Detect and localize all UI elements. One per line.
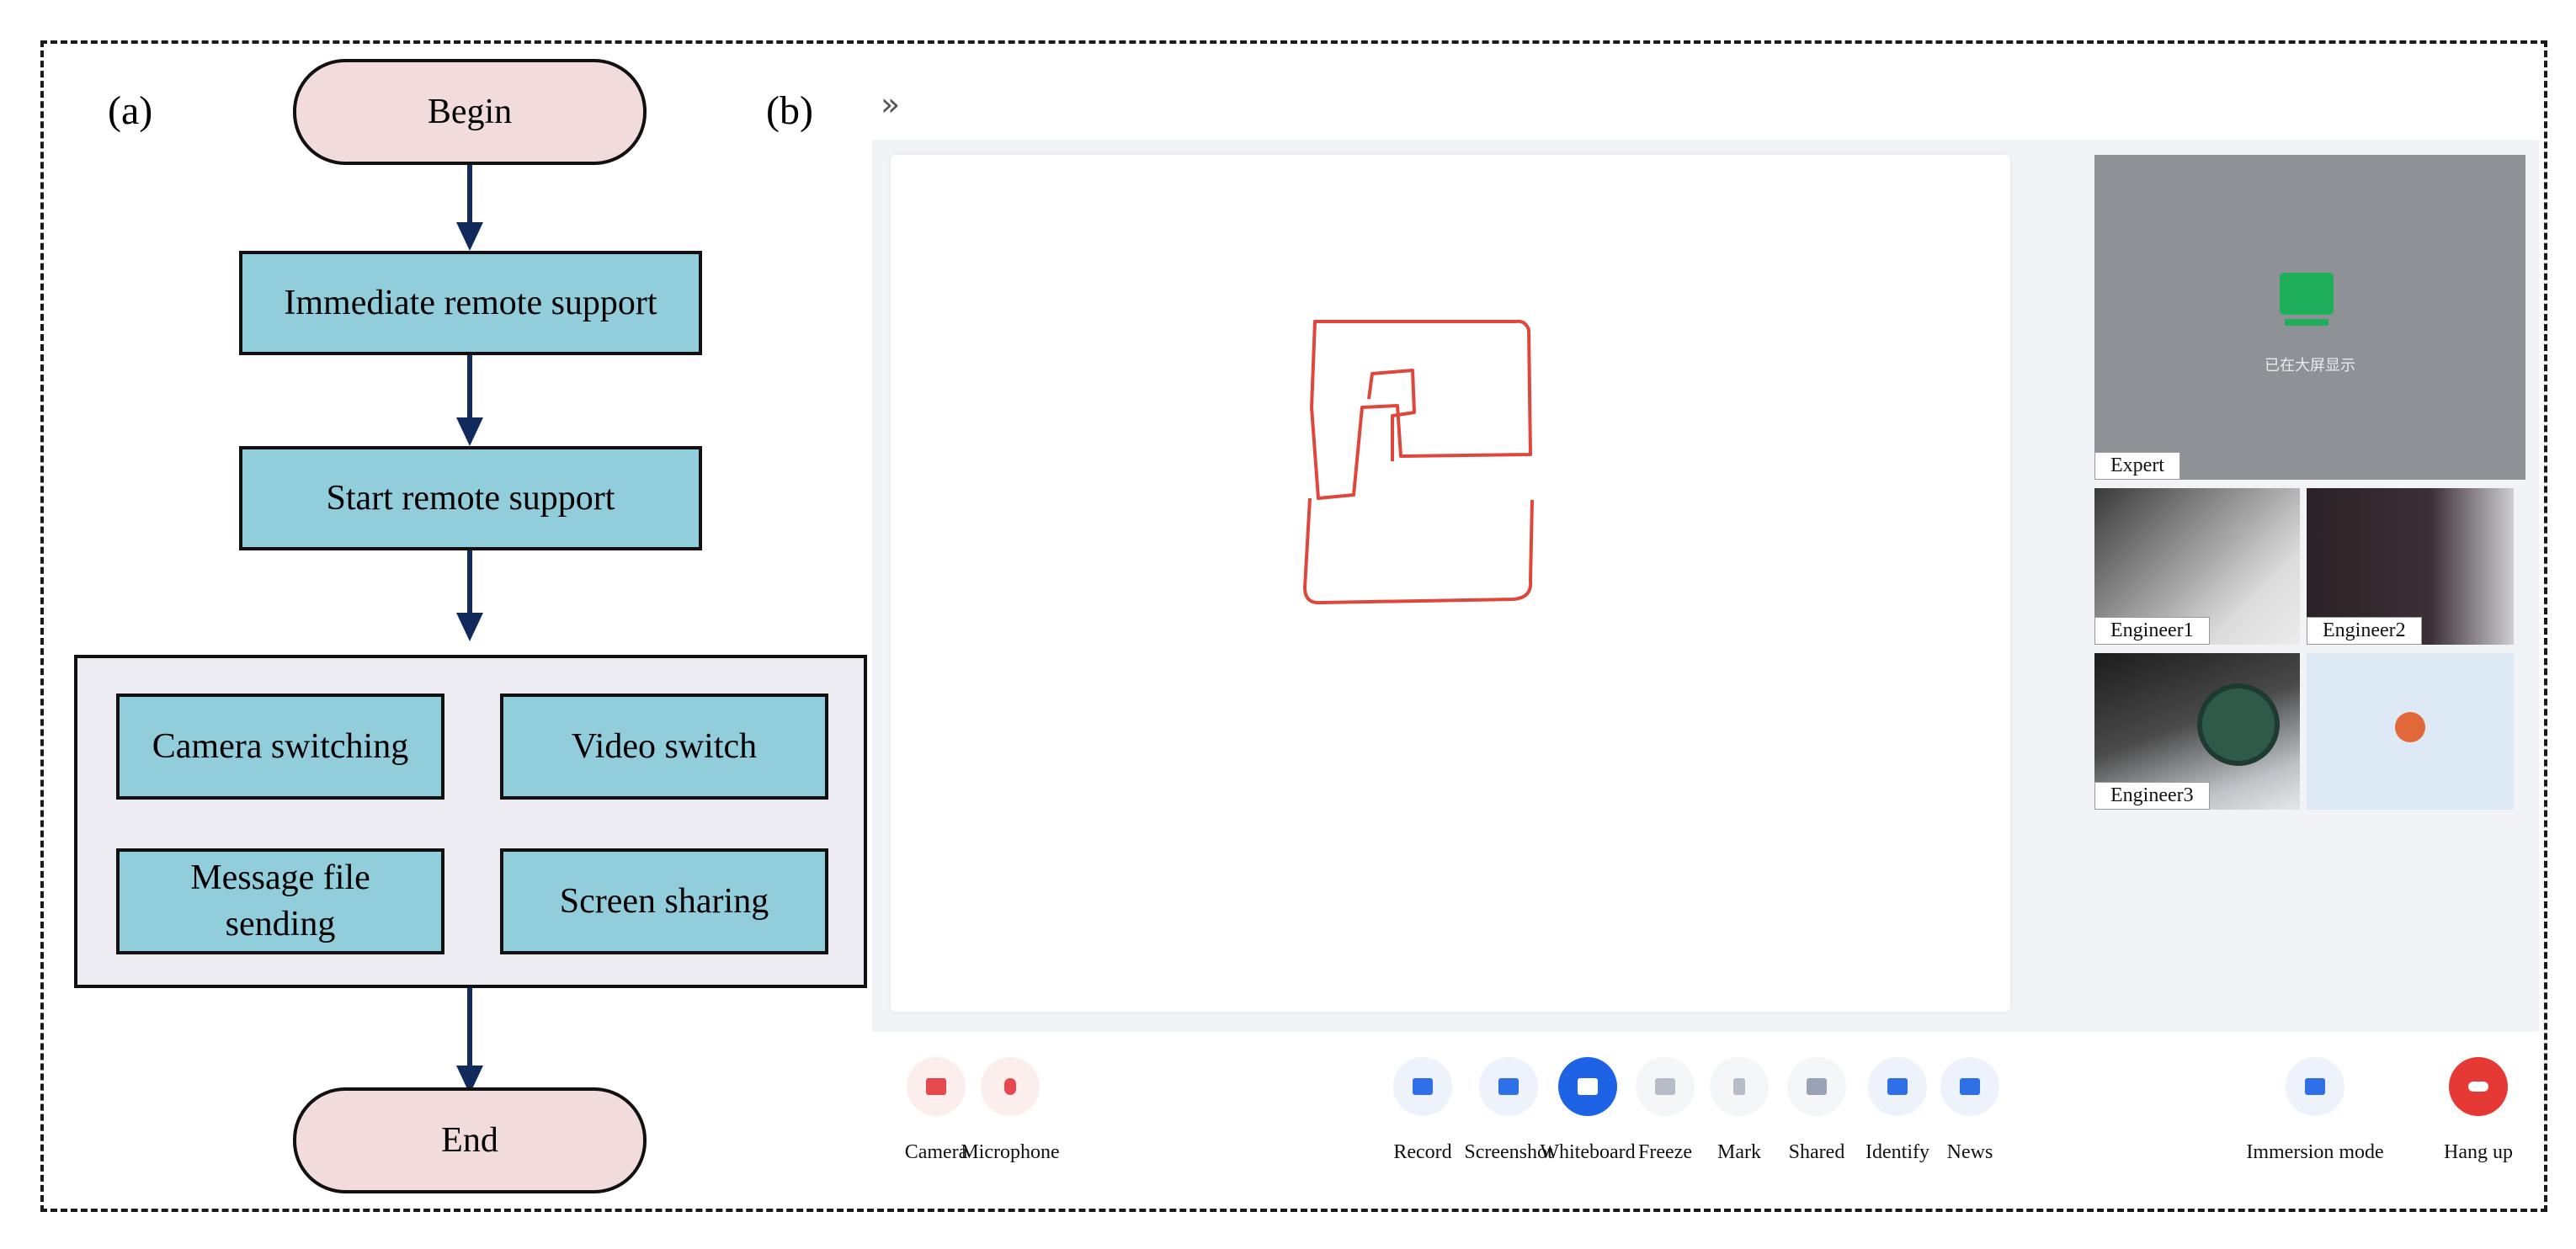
- immersion-mode-button[interactable]: Immersion mode: [2239, 1057, 2391, 1164]
- screenshot-icon: [1498, 1078, 1519, 1095]
- camera-button[interactable]: Camera: [860, 1057, 1012, 1164]
- news-label: News: [1946, 1141, 1993, 1163]
- video-label: Engineer3: [2094, 782, 2210, 810]
- arrow-head-icon: [456, 222, 483, 251]
- screenshot-button[interactable]: Screenshot: [1433, 1057, 1584, 1164]
- fan-object: [2197, 683, 2280, 766]
- flow-arrow: [467, 355, 472, 419]
- video-label: Expert: [2094, 452, 2180, 480]
- sketch-stroke: [1303, 497, 1534, 605]
- whiteboard-icon: [1578, 1078, 1598, 1095]
- screen-share-icon-stand: [2285, 319, 2329, 326]
- microphone-button[interactable]: Microphone: [934, 1057, 1086, 1164]
- flow-arrow: [467, 165, 472, 224]
- identify-button[interactable]: Identify: [1822, 1057, 1973, 1164]
- hang-up-label: Hang up: [2444, 1141, 2513, 1163]
- panel-b-label: (b): [766, 88, 813, 133]
- camera-switching-node: Camera switching: [116, 694, 444, 800]
- freeze-label: Freeze: [1638, 1141, 1692, 1163]
- flow-arrow: [467, 550, 472, 614]
- video-switch-node: Video switch: [500, 694, 828, 800]
- remote-support-app: » 已在大屏显示 Expert Engineer1 Engineer2 Engi…: [872, 76, 2539, 1204]
- screenshot-label: Screenshot: [1464, 1141, 1553, 1163]
- workspace: 已在大屏显示 Expert Engineer1 Engineer2 Engine…: [872, 140, 2539, 1072]
- shared-button[interactable]: Shared: [1741, 1057, 1892, 1164]
- whiteboard-button[interactable]: Whiteboard: [1512, 1057, 1663, 1164]
- video-tile-engineer2[interactable]: Engineer2: [2307, 488, 2514, 645]
- camera-off-icon: [926, 1078, 946, 1095]
- microphone-label: Microphone: [961, 1141, 1060, 1163]
- video-label: Engineer2: [2307, 617, 2422, 645]
- top-bar: »: [872, 76, 2539, 140]
- record-button[interactable]: Record: [1347, 1057, 1498, 1164]
- whiteboard-drawing: [1303, 319, 1534, 605]
- sketch-stroke: [1310, 319, 1532, 500]
- immersion-mode-icon: [2305, 1078, 2325, 1095]
- whiteboard-label: Whiteboard: [1540, 1141, 1636, 1163]
- mark-icon: [1733, 1078, 1745, 1095]
- message-file-sending-node: Message file sending: [116, 848, 444, 954]
- mark-label: Mark: [1717, 1141, 1761, 1163]
- end-node: End: [293, 1087, 647, 1193]
- immersion-mode-label: Immersion mode: [2246, 1141, 2384, 1163]
- freeze-icon: [1655, 1078, 1675, 1095]
- video-tile-engineer3[interactable]: Engineer3: [2094, 653, 2300, 810]
- whiteboard-canvas[interactable]: [891, 155, 2010, 1012]
- news-button[interactable]: News: [1894, 1057, 2046, 1164]
- video-tile-engineer1[interactable]: Engineer1: [2094, 488, 2300, 645]
- microphone-off-icon: [1004, 1078, 1016, 1095]
- arrow-head-icon: [456, 417, 483, 446]
- expert-screen-status: 已在大屏显示: [2265, 357, 2355, 375]
- shared-label: Shared: [1788, 1141, 1845, 1163]
- flow-arrow: [467, 988, 472, 1067]
- arrow-head-icon: [456, 613, 483, 641]
- hang-up-button[interactable]: Hang up: [2403, 1057, 2554, 1164]
- camera-label: Camera: [904, 1141, 968, 1163]
- freeze-button[interactable]: Freeze: [1589, 1057, 1741, 1164]
- identify-label: Identify: [1865, 1141, 1929, 1163]
- video-tile-empty[interactable]: [2307, 653, 2514, 810]
- screen-share-icon: [2280, 273, 2334, 315]
- begin-node: Begin: [293, 59, 647, 165]
- video-label: Engineer1: [2094, 617, 2210, 645]
- video-tile-expert[interactable]: 已在大屏显示 Expert: [2094, 155, 2525, 480]
- shared-icon: [1807, 1078, 1827, 1095]
- sketch-stroke: [1367, 369, 1416, 461]
- record-label: Record: [1393, 1141, 1452, 1163]
- avatar: [2395, 712, 2425, 742]
- expand-icon[interactable]: »: [881, 86, 901, 123]
- hang-up-icon: [2468, 1082, 2488, 1092]
- screen-sharing-node: Screen sharing: [500, 848, 828, 954]
- news-icon: [1960, 1078, 1980, 1095]
- bottom-toolbar: Camera Microphone Record Screenshot Whit…: [872, 1032, 2539, 1204]
- start-remote-support-node: Start remote support: [239, 446, 702, 550]
- figure-frame: [40, 40, 2547, 1212]
- immediate-remote-support-node: Immediate remote support: [239, 251, 702, 355]
- identify-icon: [1887, 1078, 1908, 1095]
- panel-a-label: (a): [108, 88, 153, 133]
- mark-button[interactable]: Mark: [1663, 1057, 1815, 1164]
- record-icon: [1413, 1078, 1433, 1095]
